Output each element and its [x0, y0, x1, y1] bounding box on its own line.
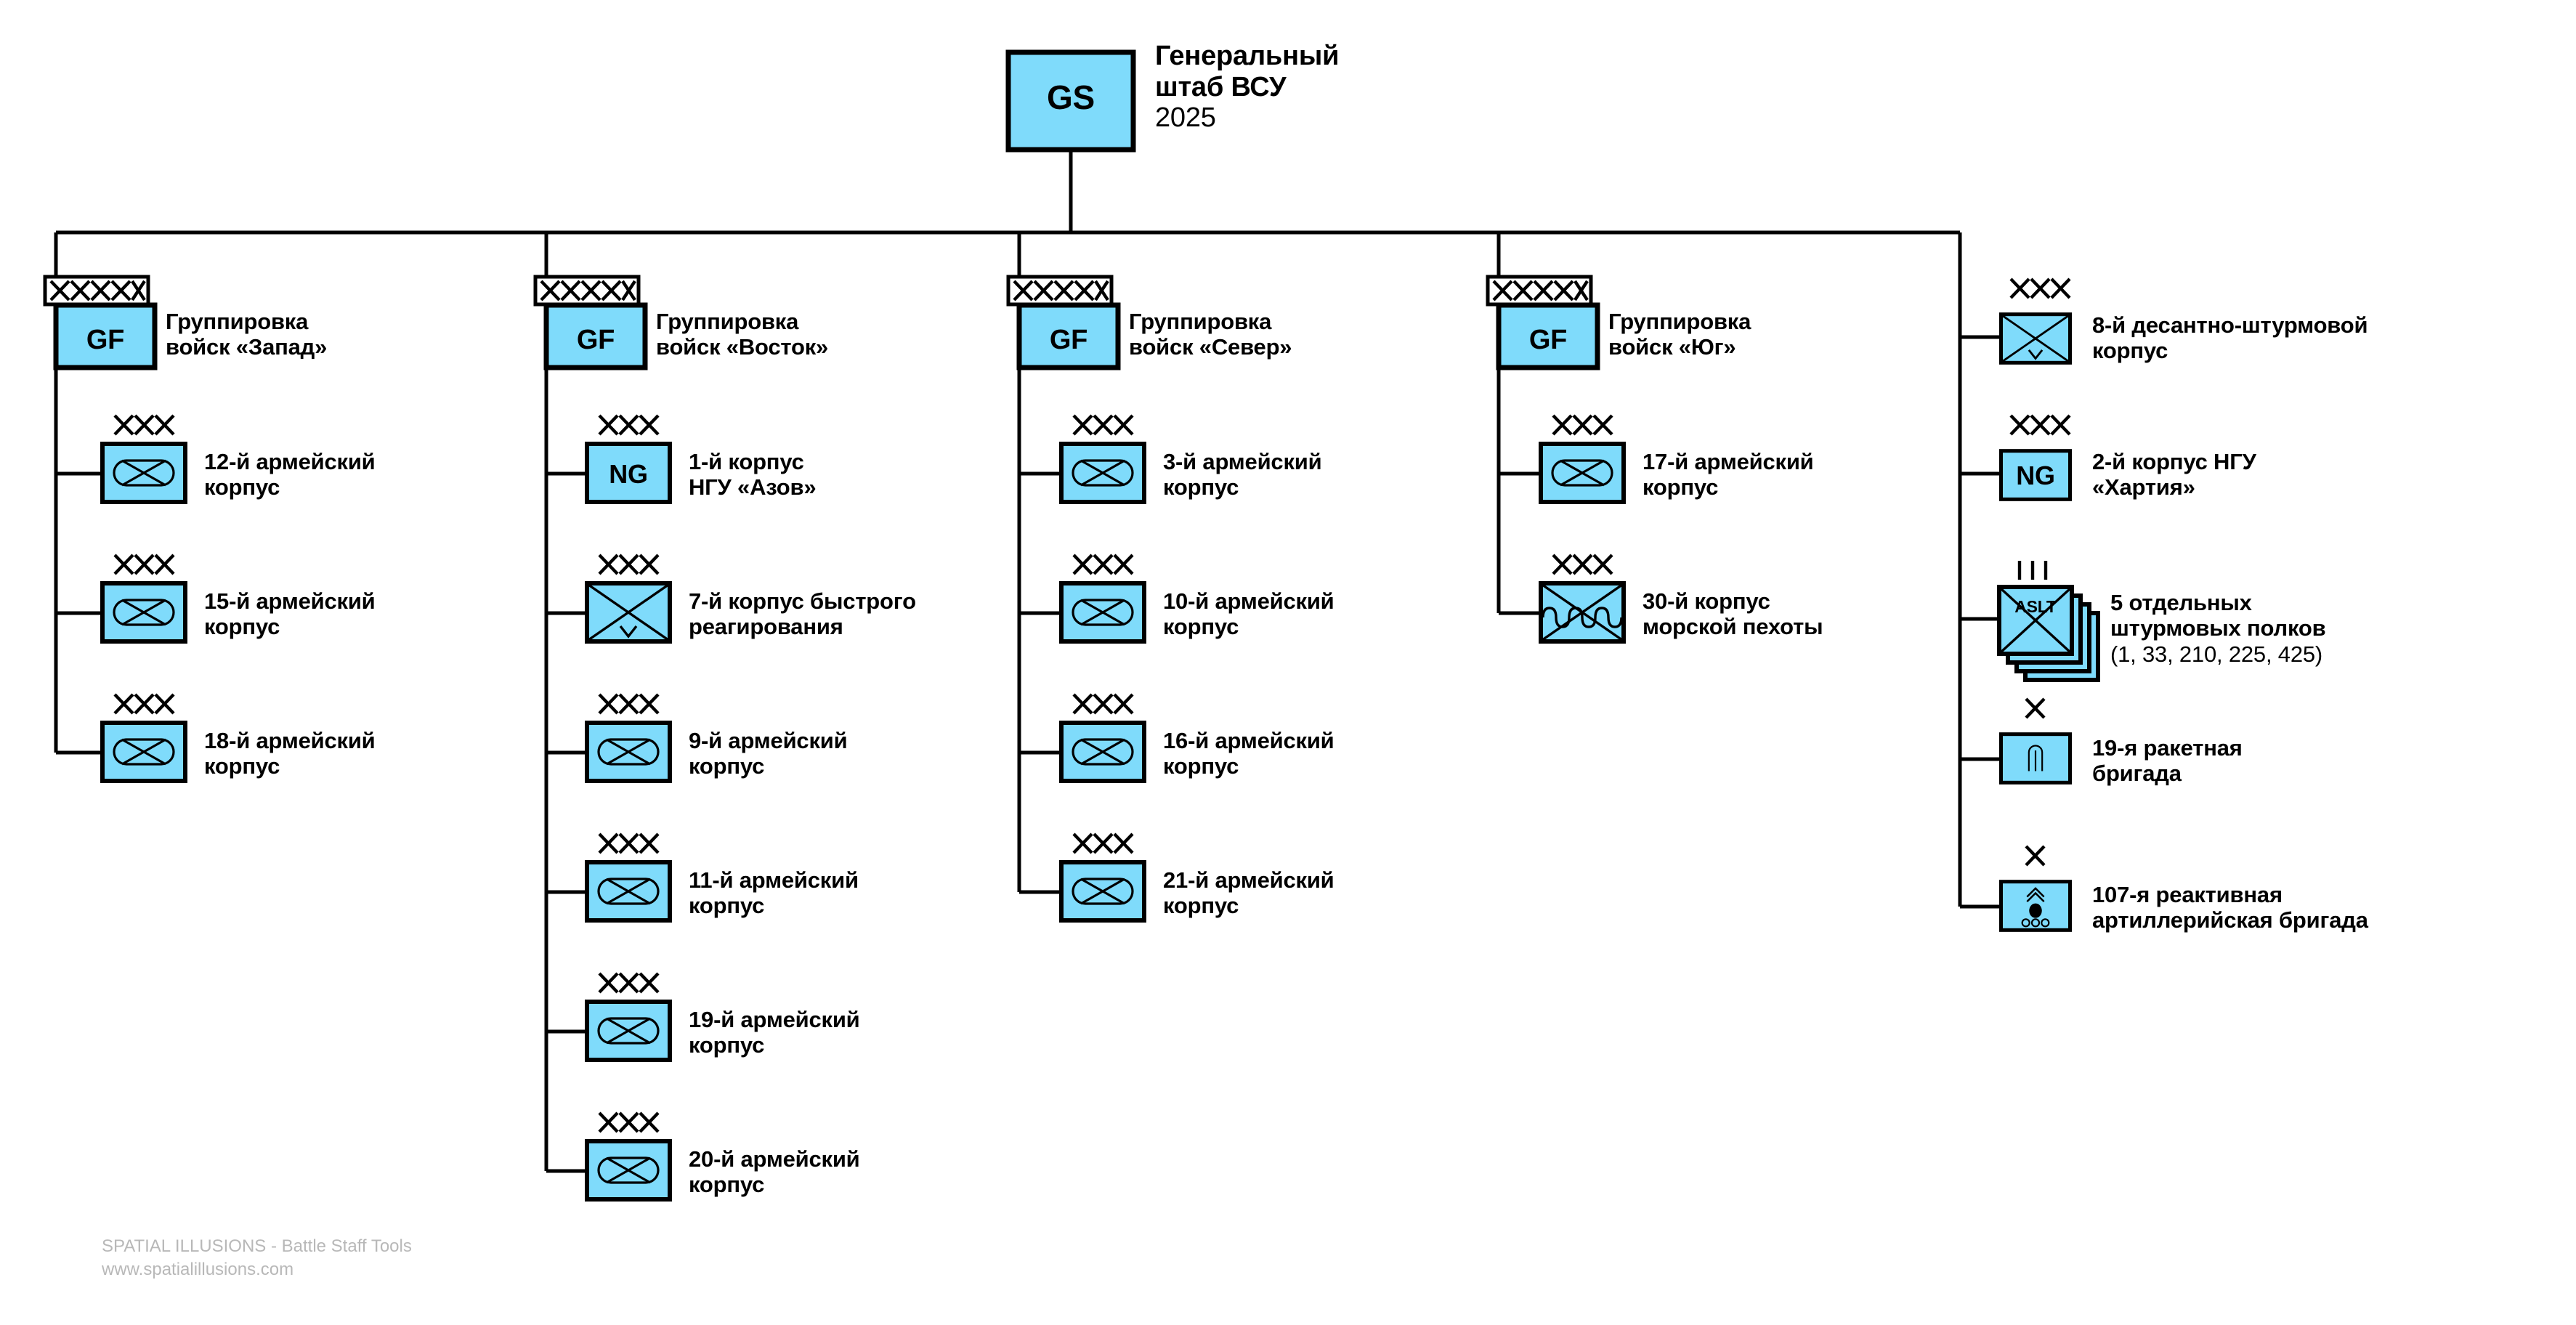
- root-symbol-gs[interactable]: [1005, 49, 1136, 153]
- unit-label-12-corps: 12-й армейский корпус: [204, 449, 376, 501]
- unit-symbol-16-corps[interactable]: [1061, 723, 1144, 781]
- unit-label-1-ng-corps: 1-й корпус НГУ «Азов»: [689, 449, 817, 501]
- unit-symbol-text-aslt: ASLT: [2014, 597, 2057, 616]
- unit-symbol-3-corps[interactable]: [1061, 444, 1144, 502]
- unit-label-21-corps: 21-й армейский корпус: [1163, 867, 1334, 919]
- unit-label-11-corps: 11-й армейский корпус: [689, 867, 859, 919]
- root-symbol-text: GS: [1046, 78, 1095, 116]
- unit-symbol-107-rocket-artillery-brigade[interactable]: [2001, 882, 2070, 931]
- unit-symbol-7-rapid-corps[interactable]: [587, 583, 670, 641]
- unit-label-19-missile-brigade: 19-я ракетная бригада: [2092, 735, 2243, 787]
- unit-symbol-18-corps[interactable]: [102, 723, 185, 781]
- group-spine-zapad: [54, 328, 100, 755]
- unit-label-9-corps: 9-й армейский корпус: [689, 728, 848, 779]
- unit-label-2-ng-corps: 2-й корпус НГУ «Хартия»: [2092, 449, 2256, 501]
- group-symbol-vostok[interactable]: [533, 275, 648, 370]
- unit-symbol-17-corps[interactable]: [1541, 444, 1624, 502]
- echelon-xxxxx-vostok: [540, 280, 636, 301]
- unit-symbol-30-marine-corps[interactable]: [1541, 583, 1624, 641]
- unit-symbol-20-corps[interactable]: [587, 1141, 670, 1199]
- unit-symbol-8-airassault-corps[interactable]: [2001, 315, 2070, 363]
- group-symbol-zapad[interactable]: [43, 275, 158, 370]
- unit-label-10-corps: 10-й армейский корпус: [1163, 588, 1334, 640]
- unit-label-20-corps: 20-й армейский корпус: [689, 1146, 860, 1198]
- echelon-xxxxx-sever: [1013, 280, 1109, 301]
- unit-symbol-text-1-ng: NG: [609, 459, 648, 489]
- group-symbol-text-sever: GF: [1049, 325, 1088, 355]
- echelon-xxxxx-zapad: [49, 280, 146, 301]
- unit-label-18-corps: 18-й армейский корпус: [204, 728, 376, 779]
- echelon-marks: [49, 277, 2071, 1133]
- unit-label-8-airassault-corps: 8-й десантно-штурмовой корпус: [2092, 312, 2368, 364]
- group-label-vostok: Группировка войск «Восток»: [656, 309, 829, 360]
- group-label-zapad: Группировка войск «Запад»: [166, 309, 328, 360]
- group-spine-sever: [1017, 328, 1059, 894]
- unit-symbol-19-missile-brigade[interactable]: [2001, 734, 2070, 783]
- unit-label-15-corps: 15-й армейский корпус: [204, 588, 376, 640]
- unit-label-16-corps: 16-й армейский корпус: [1163, 728, 1334, 779]
- unit-symbol-11-corps[interactable]: [587, 862, 670, 920]
- root-title: Генеральный штаб ВСУ: [1155, 41, 1340, 102]
- unit-label-19-corps: 19-й армейский корпус: [689, 1007, 860, 1058]
- group-symbol-yug[interactable]: [1486, 275, 1600, 370]
- group-symbol-text-zapad: GF: [86, 325, 125, 355]
- unit-symbol-15-corps[interactable]: [102, 583, 185, 641]
- unit-label-7-rapid-corps: 7-й корпус быстрого реагирования: [689, 588, 916, 640]
- group-label-yug: Группировка войск «Юг»: [1608, 309, 1751, 360]
- echelon-x-107-rktart: [2025, 845, 2046, 867]
- echelon-x-19-missile: [2025, 697, 2046, 719]
- unit-symbol-10-corps[interactable]: [1061, 583, 1144, 641]
- unit-symbol-19-corps[interactable]: [587, 1002, 670, 1060]
- echelon-iii-assault: [2017, 561, 2048, 580]
- connector-lines: [54, 150, 1962, 907]
- footer-attribution: SPATIAL ILLUSIONS - Battle Staff Tools w…: [102, 1236, 412, 1280]
- unit-label-3-corps: 3-й армейский корпус: [1163, 449, 1322, 501]
- group-symbol-text-yug: GF: [1528, 325, 1568, 355]
- echelon-xxxxx-yug: [1492, 280, 1589, 301]
- unit-symbol-assault-regiments-stack[interactable]: [1997, 585, 2100, 682]
- direct-unit-ticks: [1960, 335, 1999, 909]
- unit-label-17-corps: 17-й армейский корпус: [1643, 449, 1814, 501]
- group-spine-yug: [1496, 328, 1539, 615]
- group-symbol-sever[interactable]: [1006, 275, 1121, 370]
- unit-symbol-9-corps[interactable]: [587, 723, 670, 781]
- group-symbol-text-vostok: GF: [576, 325, 615, 355]
- unit-symbol-12-corps[interactable]: [102, 444, 185, 502]
- unit-symbol-21-corps[interactable]: [1061, 862, 1144, 920]
- unit-symbol-text-2-ng: NG: [2016, 461, 2055, 490]
- root-year: 2025: [1155, 102, 1216, 133]
- unit-sublabel-assault-regiments: (1, 33, 210, 225, 425): [2110, 641, 2323, 667]
- echelon-xxx-marks: [113, 277, 2071, 1133]
- unit-label-30-marine-corps: 30-й корпус морской пехоты: [1643, 588, 1823, 640]
- unit-label-107-rocket-artillery-brigade: 107-я реактивная артиллерийская бригада: [2092, 882, 2368, 933]
- unit-label-assault-regiments: 5 отдельных штурмовых полков: [2110, 590, 2326, 641]
- group-spine-vostok: [544, 328, 585, 1173]
- group-label-sever: Группировка войск «Север»: [1129, 309, 1292, 360]
